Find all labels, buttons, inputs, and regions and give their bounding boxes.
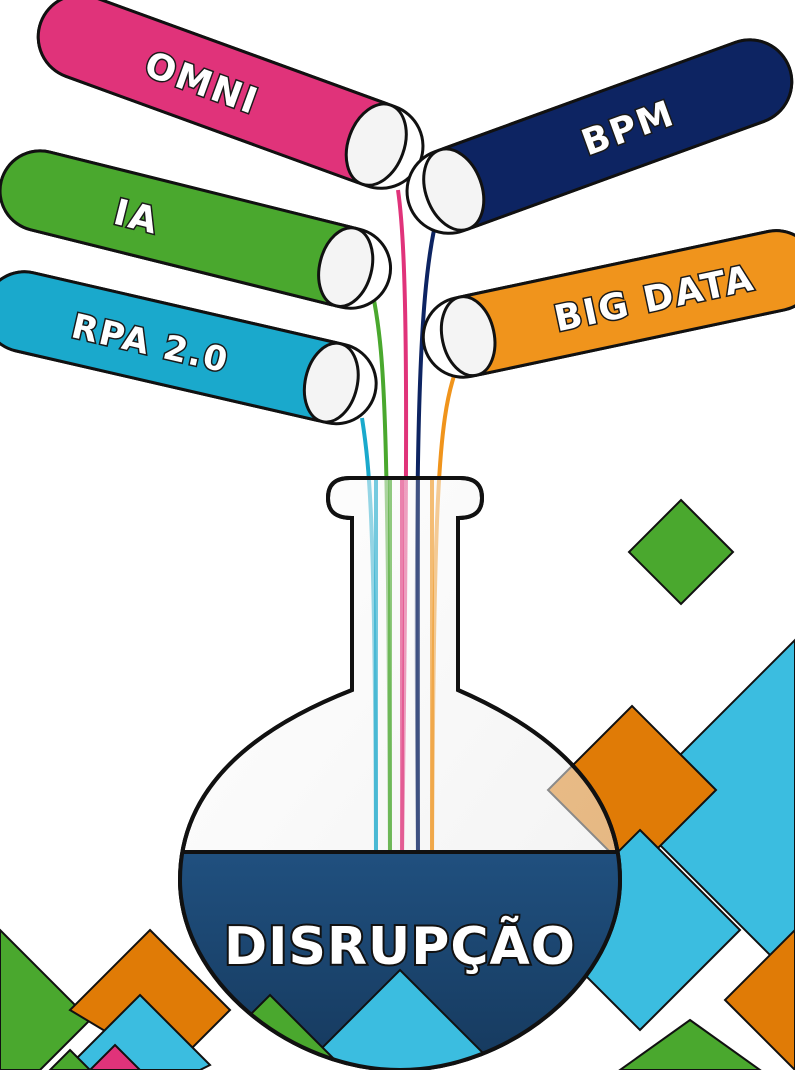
diamond-green-left — [0, 928, 92, 1070]
tube-rpa: RPA 2.0 — [0, 270, 378, 426]
background-diamonds — [0, 498, 795, 1070]
tube-rpa-liquid — [0, 270, 338, 423]
tube-bpm-liquid — [442, 38, 794, 230]
flask: DISRUPÇÃO — [177, 476, 623, 1070]
tube-big-data: BIG DATA — [421, 229, 795, 379]
diamond-green-bottom-left — [48, 1048, 92, 1070]
tube-big-data-liquid — [462, 229, 795, 377]
tube-ia: IA — [0, 149, 393, 310]
diamond-blue-left — [68, 993, 212, 1070]
diamond-orange-corner — [723, 928, 795, 1070]
tube-bpm: BPM — [405, 38, 794, 235]
diamond-blue-large — [623, 638, 795, 982]
diamond-orange-left — [68, 928, 232, 1070]
flask-label: DISRUPÇÃO — [224, 916, 576, 977]
tube-omni: OMNI — [36, 0, 425, 190]
diamond-pink-left — [88, 1043, 142, 1070]
tube-omni-liquid — [36, 0, 388, 185]
diamond-green-lower-right — [618, 1018, 762, 1070]
diamond-green-floating — [627, 498, 735, 606]
tube-ia-liquid — [0, 149, 353, 307]
